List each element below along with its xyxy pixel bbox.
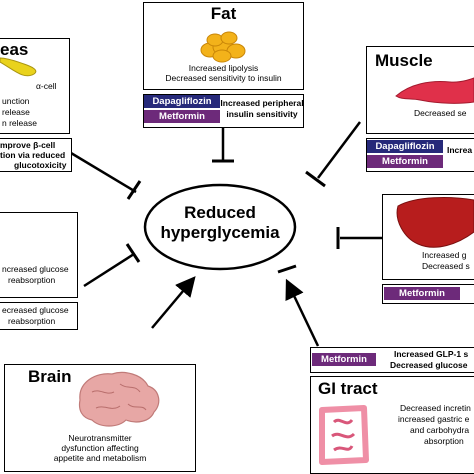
pancreas-line3: n release [2, 118, 37, 128]
fat-desc1: Increased lipolysis [188, 63, 259, 73]
brain-arrow [151, 276, 196, 329]
pancreas-note3: glucotoxicity [14, 160, 67, 170]
fat-title: Fat [210, 4, 237, 23]
muscle-inhibit-line [317, 121, 361, 179]
center-line1: Reduced [184, 203, 256, 222]
kidney-note1: ecreased glucose [2, 305, 69, 315]
fat-effect2: insulin sensitivity [226, 109, 298, 119]
fat-effect1: Increased peripheral [220, 98, 304, 108]
muscle-drug-dapagliflozin: Dapagliflozin [367, 140, 443, 153]
gi-line4: absorption [424, 436, 464, 446]
gi-box [310, 376, 474, 474]
pancreas-note-box [0, 138, 72, 172]
gi-title: GI tract [318, 379, 378, 398]
brain-line1: Neurotransmitter [68, 433, 132, 443]
pancreas-note1: mprove β-cell [0, 140, 56, 150]
gi-line1: Decreased incretin [400, 403, 471, 413]
gi-line2: increased gastric e [398, 414, 470, 424]
liver-line1: Increased g [422, 250, 467, 260]
muscle-effect: Increa [447, 145, 473, 155]
pancreas-line2: release [2, 107, 30, 117]
gi-effect2: Decreased glucose [390, 360, 468, 370]
kidney-inhibit-line [83, 252, 135, 288]
fat-drug-dapagliflozin: Dapagliflozin [144, 95, 220, 108]
kidney-box [0, 212, 78, 298]
pancreas-cell: α-cell [36, 81, 57, 91]
kidney-inhibit-bar [125, 243, 141, 263]
pancreas-title: eas [0, 40, 29, 59]
pancreas-note2: tion via reduced [0, 150, 66, 160]
muscle-title: Muscle [375, 51, 433, 70]
fat-desc2: Decreased sensitivity to insulin [165, 73, 282, 83]
liver-drug-metformin: Metformin [384, 287, 460, 300]
brain-line3: appetite and metabolism [53, 453, 147, 463]
muscle-inhibit-bar [305, 170, 326, 188]
pancreas-inhibit-bar [126, 180, 142, 200]
muscle-drug-metformin: Metformin [367, 155, 443, 168]
kidney-note-box [0, 302, 78, 330]
fat-drug-metformin: Metformin [144, 110, 220, 123]
kidney-line1: ncreased glucose [2, 264, 69, 274]
brain-title: Brain [28, 367, 72, 386]
muscle-desc: Decreased se [414, 108, 467, 118]
kidney-note2: reabsorption [8, 316, 56, 326]
gi-effect1: Increased GLP-1 s [394, 349, 469, 359]
kidney-line2: reabsorption [8, 275, 56, 285]
gi-line3: and carbohydra [410, 425, 470, 435]
center-line2: hyperglycemia [160, 223, 280, 242]
gi-inhibit-bar [277, 264, 297, 274]
liver-line2: Decreased s [422, 261, 470, 271]
brain-line2: dysfunction affecting [61, 443, 139, 453]
pancreas-line1: unction [2, 96, 30, 106]
gi-drug-metformin: Metformin [312, 353, 376, 366]
gi-arrow [285, 278, 320, 347]
pancreas-box [0, 38, 70, 134]
pancreas-inhibit-line [65, 148, 137, 194]
